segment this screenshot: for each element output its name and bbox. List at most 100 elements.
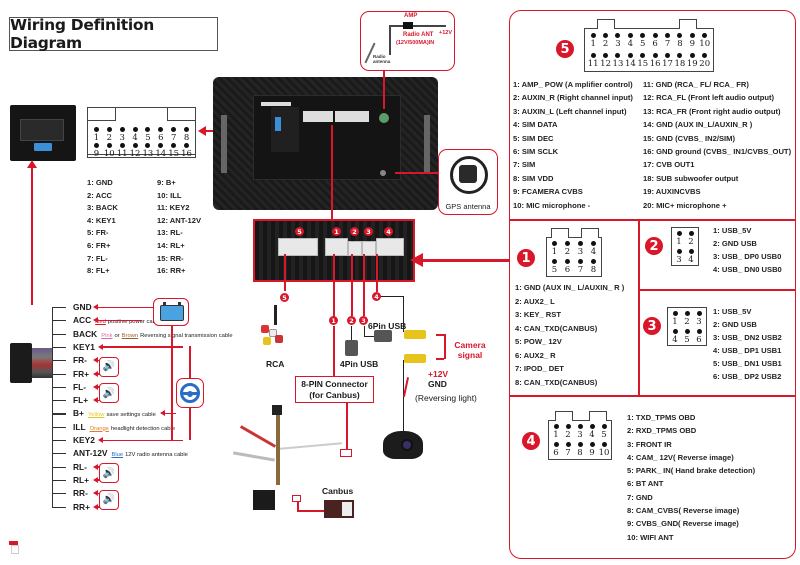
pin-number: 8: [677, 39, 683, 49]
pin-definition: 16: GND ground (CVBS_ IN1/CVBS_OUT): [643, 147, 792, 157]
pin: 9: [90, 143, 102, 159]
pin: 3: [673, 249, 685, 265]
harness-wire: [52, 506, 66, 508]
radio-ant-spec-label: (12V/500MA)IN: [396, 40, 435, 46]
pin-definition: 3: AUXIN_L (Left channel input): [513, 106, 627, 116]
harness-wire: [52, 426, 66, 428]
divider: [509, 219, 796, 221]
pin-definition: 1: TXD_TPMS OBD: [627, 413, 696, 422]
pin-number: 7: [664, 39, 671, 49]
pin-number: 7: [577, 265, 584, 275]
battery-icon: [160, 305, 184, 321]
connector-to-harness-line: [31, 165, 33, 305]
pin-definition: 5: USB_ DN1 USB1: [713, 359, 782, 368]
wheel-to-key2-line: [189, 408, 191, 440]
steering-wheel-icon-box: [176, 378, 204, 408]
pin-definition: 17: CVB OUT1: [643, 160, 695, 170]
pin: 15: [637, 53, 649, 69]
pin-number: 6: [652, 39, 658, 49]
harness-wire: [52, 320, 66, 322]
wire-name: RL-: [73, 461, 87, 472]
pin: 1: [673, 231, 685, 247]
harness-wire: [52, 440, 66, 442]
pin-definition: 6: BT ANT: [627, 479, 664, 489]
pin: 1: [669, 311, 681, 327]
harness-wire: [52, 360, 66, 362]
pin: 4: [685, 249, 697, 265]
arrow-left-icon: [98, 437, 104, 443]
camera-12v-label: +12V: [428, 369, 449, 379]
pin-number: 5: [601, 430, 607, 440]
wire-description: 12V radio antenna cable: [125, 452, 188, 459]
pin-definition: 4: CAM_ 12V( Reverse image): [627, 452, 734, 462]
pin-dot: [577, 424, 583, 429]
pin: 2: [562, 241, 574, 257]
pin: 6: [693, 329, 705, 345]
pin-number: 8: [590, 265, 597, 275]
pin-definition: 9: CVBS_GND( Reverse image): [627, 519, 739, 529]
pin-number: 13: [612, 59, 624, 69]
pin-definition: 4: USB_ DP1 USB1: [713, 346, 782, 355]
pin-dot: [688, 231, 694, 236]
pin: 5: [549, 259, 561, 275]
pin-definition: 8: CAN_TXD(CANBUS): [515, 377, 598, 387]
pin: 5: [637, 33, 649, 49]
pin-number: 1: [676, 237, 682, 247]
pin: 14: [155, 143, 167, 159]
pin-dot: [603, 33, 609, 38]
divider: [509, 395, 796, 397]
reversing-light-label: (Reversing light): [415, 393, 477, 403]
radio-antenna-cable-icon: [391, 25, 446, 27]
panel5-definitions-right: 11: GND (RCA_ FL/ RCA_ FR)12: RCA_FL (Fr…: [643, 78, 791, 212]
pin: 4: [129, 127, 141, 143]
wire-name: RR+: [73, 501, 90, 512]
rca-yellow-plug-icon: [404, 330, 426, 339]
pin: 4: [586, 424, 598, 440]
wire-color-note: Orange: [89, 425, 109, 432]
pin: 5: [681, 329, 693, 345]
harness-wire-label: FR+: [73, 369, 89, 379]
pin-definition: 3: USB_ DP0 USB0: [713, 252, 782, 261]
pin-dot: [553, 442, 559, 447]
port3-line: [363, 254, 365, 316]
pin-definition: 3: USB_ DN2 USB2: [713, 333, 782, 342]
pin: 16: [649, 53, 661, 69]
pin-definition: 11: GND (RCA_ FL/ RCA_ FR): [643, 80, 749, 89]
gps-antenna-icon: [450, 156, 488, 194]
harness-wires-photo: [32, 348, 52, 378]
pin-dot: [553, 424, 559, 429]
signal-line: [103, 439, 184, 441]
pin: 10: [699, 33, 711, 49]
usb4-badge: 2: [347, 316, 356, 325]
signal-line: [97, 306, 158, 308]
harness-wire: [52, 386, 66, 388]
harness-wire-label: FR-: [73, 355, 87, 365]
pin: 2: [562, 424, 574, 440]
pin-definition: 7: GND: [627, 492, 653, 502]
panel5-badge: 5: [556, 40, 574, 58]
pin: 8: [674, 33, 686, 49]
pin-dot: [627, 53, 633, 58]
pin: 6: [562, 259, 574, 275]
harness-wire-label: KEY2: [73, 435, 95, 445]
pin-dot: [696, 329, 702, 334]
pin-number: 7: [565, 448, 571, 458]
harness-wire: [52, 307, 66, 309]
main-connector-photo: [10, 105, 76, 161]
pin: 1: [587, 33, 599, 49]
arrow-up-icon: [27, 160, 37, 168]
gps-antenna-box: GPS antenna: [438, 149, 498, 215]
battery-icon-box: [153, 298, 189, 326]
pin-number: 4: [590, 247, 597, 257]
wire-name: ACC: [73, 315, 92, 326]
pin: 1: [550, 424, 562, 440]
pin-dot: [578, 259, 583, 264]
pin-definition: 2: AUXIN_R (Right channel input): [513, 93, 633, 103]
pin-dot: [684, 311, 690, 316]
pin-dot: [577, 442, 583, 447]
pin-definition: 2: RXD_TPMS OBD: [627, 426, 697, 436]
pin-number: 5: [551, 265, 558, 275]
